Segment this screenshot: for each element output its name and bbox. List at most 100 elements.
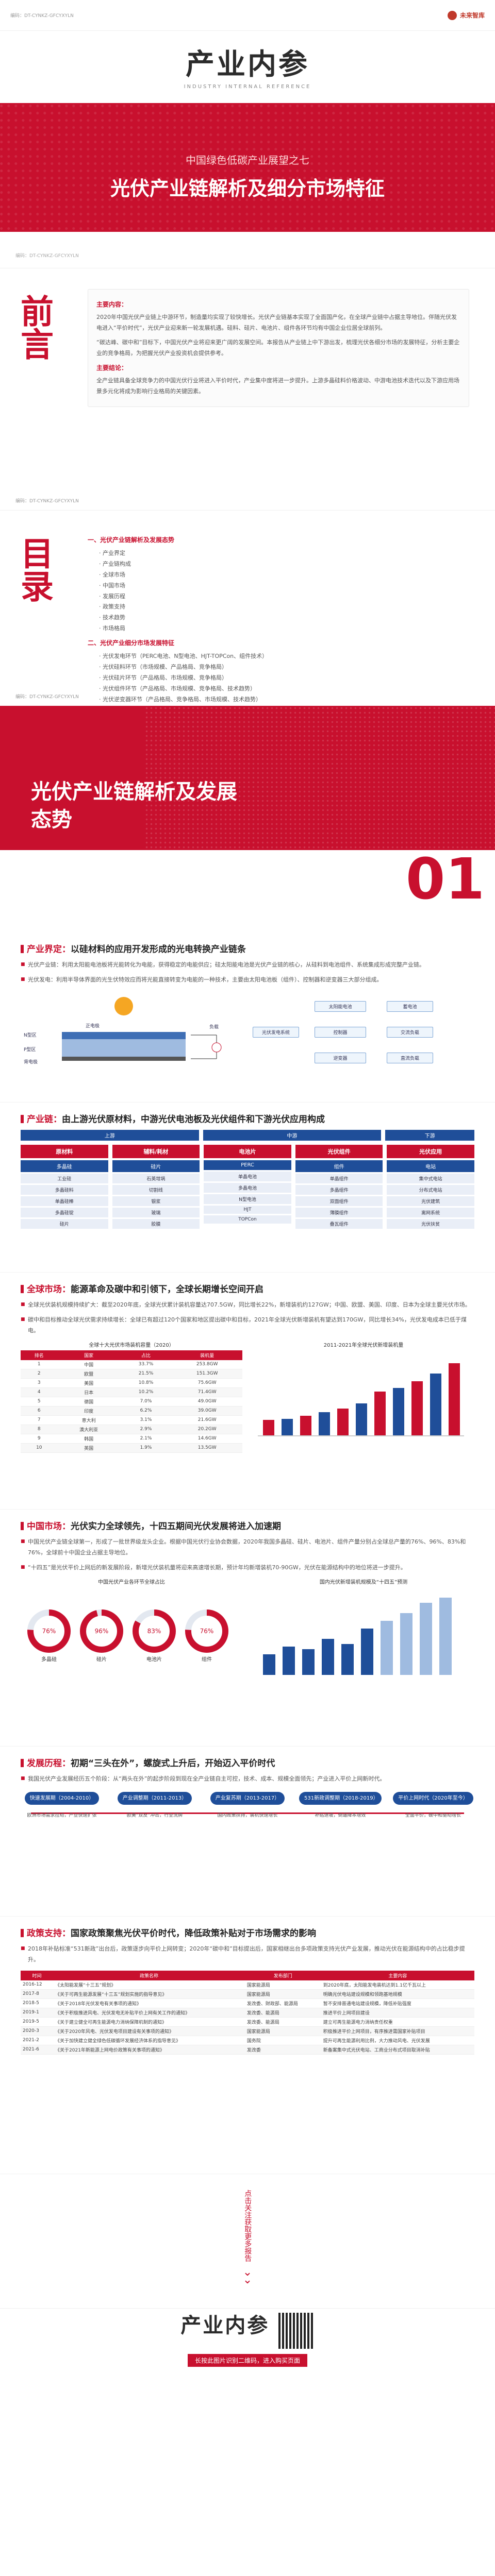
table-cell: 8 bbox=[21, 1425, 58, 1434]
toc-item[interactable]: · 全球市场 bbox=[99, 571, 125, 578]
toc-item[interactable]: · 光伏组件环节（产品格局、市场规模、竞争格局、技术趋势） bbox=[99, 685, 256, 692]
table-cell: 《关于加快建立健全绿色低碳循环发展经济体系的指导意见》 bbox=[53, 2036, 245, 2045]
toc-items-2: · 光伏发电环节（PERC电池、N型电池、HJT-TOPCon、组件技术） · 光… bbox=[88, 651, 469, 705]
china-bar-title: 国内光伏新增装机规模及“十四五”预测 bbox=[319, 1579, 408, 1585]
donut-slice bbox=[185, 1609, 228, 1653]
toc-item[interactable]: · 技术趋势 bbox=[99, 614, 125, 621]
table-cell: 49.0GW bbox=[172, 1397, 242, 1406]
toc-item[interactable]: · 光伏逆变器环节（产品格局、竞争格局、市场规模、技术趋势） bbox=[99, 696, 261, 703]
history-timeline: 快速发展期（2004-2010）欧洲市场需求拉动，产业快速扩张产业调整期（201… bbox=[21, 1791, 474, 1869]
table-cell: 《关于2018年光伏发电有关事项的通知》 bbox=[53, 1998, 245, 2008]
table-cell: 国务院 bbox=[244, 2036, 321, 2045]
policy-title-text: 国家政策聚焦光伏平价时代，降低政策补贴对于市场需求的影响 bbox=[71, 1928, 316, 1939]
cover-subtitle: 中国绿色低碳产业展望之七 bbox=[186, 154, 309, 166]
brand-block: 产业内参 INDUSTRY INTERNAL REFERENCE bbox=[0, 41, 495, 90]
toc-item[interactable]: · 发展历程 bbox=[99, 592, 125, 600]
global-title: 全球市场：能源革命及碳中和引领下，全球长期增长空间开启 bbox=[21, 1282, 474, 1295]
toc-item[interactable]: · 政策支持 bbox=[99, 603, 125, 611]
table-header-cell: 时间 bbox=[21, 1970, 54, 1980]
timeline-pill: 531新政调整期（2018-2019） bbox=[299, 1791, 382, 1805]
table-cell: 暂不安排普通电站建设规模，降低补贴强度 bbox=[321, 1998, 474, 2008]
chart-bar bbox=[381, 1620, 393, 1675]
definition-bullet-1: 光伏产业链：利用太阳能电池板将光能转化为电能，获得稳定的电能供应；硅太阳能电池是… bbox=[21, 960, 474, 971]
chart-bar bbox=[300, 1415, 311, 1435]
partner-logo: 未来智库 bbox=[447, 10, 485, 20]
chain-cell: 硅片 bbox=[21, 1219, 108, 1229]
definition-title: 产业界定：以硅材料的应用开发形成的光电转换产业链条 bbox=[21, 942, 474, 955]
chain-cell: 多晶组件 bbox=[295, 1185, 383, 1195]
timeline-pill: 产业复苏期（2013-2017） bbox=[210, 1791, 285, 1805]
toc-glyph: 目录 bbox=[15, 536, 54, 602]
follow-text[interactable]: 点击关注获取更多报告 bbox=[243, 2190, 252, 2262]
timeline-item: 快速发展期（2004-2010）欧洲市场需求拉动，产业快速扩张 bbox=[21, 1791, 103, 1869]
toc-item[interactable]: · 光伏发电环节（PERC电池、N型电池、HJT-TOPCon、组件技术） bbox=[99, 653, 268, 660]
table-cell: 发改委 bbox=[244, 2045, 321, 2055]
timeline-text: 国内政策扶持，装机快速增长 bbox=[217, 1812, 278, 1818]
back-electrode bbox=[62, 1056, 186, 1061]
table-cell: 39.0GW bbox=[172, 1406, 242, 1416]
preface-glyph: 前言 bbox=[15, 294, 54, 360]
timeline-pill: 产业调整期（2011-2013） bbox=[117, 1791, 192, 1805]
toc-heading-1[interactable]: 一、光伏产业链解析及发展态势 bbox=[88, 536, 175, 544]
global-table-header: 排名国家占比装机量 bbox=[21, 1350, 242, 1360]
table-cell: 《关于可再生能源发展“十三五”规划实施的指导意见》 bbox=[53, 1989, 245, 1999]
table-row: 2019-5《关于建立健全可再生能源电力消纳保障机制的通知》发改委、能源局建立可… bbox=[21, 2017, 474, 2027]
table-cell: 发改委、能源局 bbox=[244, 2017, 321, 2027]
table-cell: 德国 bbox=[57, 1397, 120, 1406]
section-number: 01 bbox=[405, 846, 485, 912]
section-policy: 政策支持：国家政策聚焦光伏平价时代，降低政策补贴对于市场需求的影响 2018年补… bbox=[0, 1917, 495, 2174]
chain-column-head: 辅料/耗材 bbox=[112, 1145, 200, 1158]
global-install-chart bbox=[258, 1363, 464, 1436]
table-cell: 5 bbox=[21, 1397, 58, 1406]
toc-item[interactable]: · 产业链构成 bbox=[99, 560, 131, 567]
china-title-text: 光伏实力全球领先，十四五期间光伏发展将进入加速期 bbox=[71, 1521, 281, 1532]
toc-item[interactable]: · 光伏硅片环节（产品格局、市场规模、竞争格局） bbox=[99, 674, 227, 681]
policy-title-tag: 政策支持： bbox=[27, 1928, 71, 1939]
table-cell: 2018-5 bbox=[21, 1998, 54, 2008]
chain-cell: 单晶组件 bbox=[295, 1174, 383, 1183]
timeline-item: 平价上网时代（2020年至今）全面平价，碳中和驱动增长 bbox=[392, 1791, 474, 1869]
table-cell: 《太阳能发展“十三五”规划》 bbox=[53, 1980, 245, 1990]
chain-stage-bar: 上游 中游 下游 bbox=[21, 1130, 474, 1141]
section-china-market: 中国市场：光伏实力全球领先，十四五期间光伏发展将进入加速期 中国光伏产业链全球第… bbox=[0, 1510, 495, 1747]
table-row: 2021-2《关于加快建立健全绿色低碳循环发展经济体系的指导意见》国务院提升可再… bbox=[21, 2036, 474, 2045]
table-cell: 10.8% bbox=[120, 1378, 172, 1388]
chain-cell: 分布式电站 bbox=[387, 1185, 474, 1195]
chain-cell: 薄膜组件 bbox=[295, 1208, 383, 1217]
table-cell: 20.2GW bbox=[172, 1425, 242, 1434]
stage-midstream: 中游 bbox=[203, 1130, 382, 1141]
table-row: 2016-12《太阳能发展“十三五”规划》国家能源局到2020年底，太阳能发电装… bbox=[21, 1980, 474, 1990]
chain-cell: 光伏建筑 bbox=[387, 1196, 474, 1206]
donut-slice bbox=[27, 1609, 71, 1653]
table-row: 2017-8《关于可再生能源发展“十三五”规划实施的指导意见》国家能源局明确光伏… bbox=[21, 1989, 474, 1999]
timeline-item: 产业调整期（2011-2013）欧美“双反”冲击，行业洗牌 bbox=[113, 1791, 196, 1869]
chain-cell: HJT bbox=[204, 1206, 291, 1214]
chart-bar bbox=[411, 1381, 423, 1435]
table-cell: 建立可再生能源电力消纳责任权重 bbox=[321, 2017, 474, 2027]
qr-code-icon[interactable] bbox=[278, 2313, 315, 2349]
chain-cell: 单晶硅棒 bbox=[21, 1196, 108, 1206]
table-header-cell: 发布部门 bbox=[244, 1970, 321, 1980]
table-cell: 21.5% bbox=[120, 1369, 172, 1379]
node-solar-cell: 太阳能电池 bbox=[315, 1001, 366, 1012]
policy-title: 政策支持：国家政策聚焦光伏平价时代，降低政策补贴对于市场需求的影响 bbox=[21, 1926, 474, 1939]
cover-header: 编码：DT-CYNKZ-GFCYXYLN 未来智库 bbox=[0, 0, 495, 31]
report-code: 编码：DT-CYNKZ-GFCYXYLN bbox=[10, 13, 74, 19]
chain-cell: 多晶硅料 bbox=[21, 1185, 108, 1195]
table-cell: 《关于建立健全可再生能源电力消纳保障机制的通知》 bbox=[53, 2017, 245, 2027]
donut-label: 电池片 bbox=[146, 1656, 162, 1663]
node-inverter: 逆变器 bbox=[315, 1052, 366, 1063]
toc-item[interactable]: · 产业界定 bbox=[99, 550, 125, 556]
toc-item[interactable]: · 中国市场 bbox=[99, 582, 125, 589]
toc-item[interactable]: · 光伏硅料环节（市场规模、产品格局、竞争格局） bbox=[99, 664, 227, 671]
chain-cell: 光伏扶贫 bbox=[387, 1219, 474, 1229]
toc-item[interactable]: · 市场格局 bbox=[99, 625, 125, 632]
table-cell: 1 bbox=[21, 1360, 58, 1369]
toc-heading-2[interactable]: 二、光伏产业细分市场发展特征 bbox=[88, 639, 175, 647]
